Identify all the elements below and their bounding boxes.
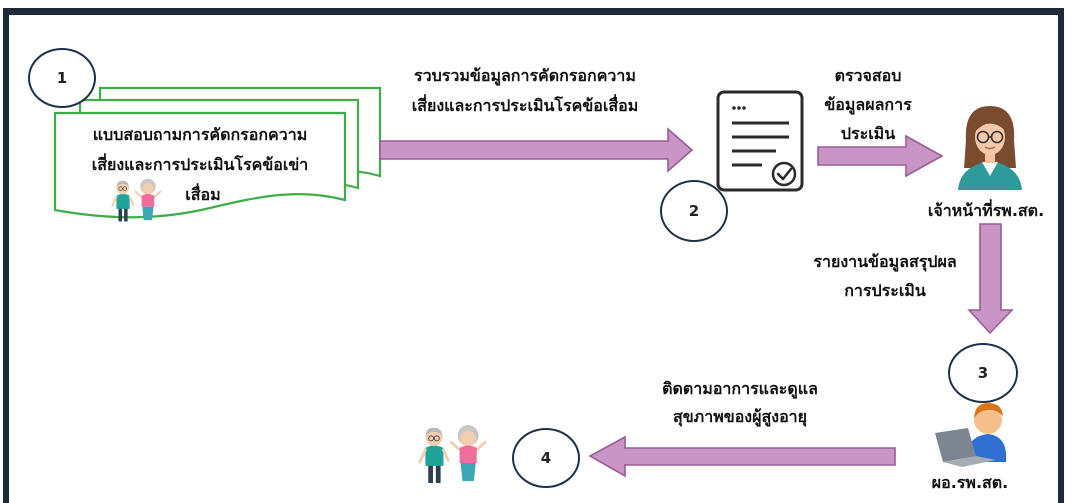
collect-line-2: เสี่ยงและการประเมินโรคข้อเสื่อม <box>411 96 639 115</box>
step-2-number: 2 <box>688 202 700 220</box>
arrow-document-to-officer <box>817 134 944 178</box>
questionnaire-line-1: แบบสอบถามการคัดกรอกความ <box>92 125 308 144</box>
step-4-number: 4 <box>540 449 552 467</box>
verify-line-3: ประเมิน <box>840 124 896 143</box>
step-1-number: 1 <box>56 69 68 87</box>
arrow-director-to-elderly <box>588 435 896 478</box>
step-3-circle: 3 <box>948 343 1018 403</box>
arrow-officer-to-director <box>967 223 1014 335</box>
followup-line-1: ติดตามอาการและดูแล <box>662 379 818 398</box>
diagram-frame <box>3 8 1064 503</box>
followup-line-2: สุขภาพของผู้สูงอายุ <box>672 407 808 426</box>
step-1-circle: 1 <box>28 48 96 108</box>
verify-line-2: ข้อมูลผลการ <box>824 95 912 114</box>
step-4-circle: 4 <box>512 428 580 488</box>
verify-label: ตรวจสอบ ข้อมูลผลการ ประเมิน <box>788 61 948 148</box>
checklist-document-icon <box>716 90 804 192</box>
female-officer-icon <box>958 106 1022 190</box>
questionnaire-title: แบบสอบถามการคัดกรอกความ เสี่ยงและการประเ… <box>60 120 340 210</box>
step-2-circle: 2 <box>660 180 728 242</box>
report-label: รายงานข้อมูลสรุปผล การประเมิน <box>790 247 980 305</box>
report-line-2: การประเมิน <box>844 281 926 300</box>
officer-label: เจ้าหน้าที่รพ.สต. <box>927 201 1045 220</box>
collect-line-1: รวบรวมข้อมูลการคัดกรอกความ <box>414 66 636 85</box>
collect-data-label: รวบรวมข้อมูลการคัดกรอกความ เสี่ยงและการป… <box>375 61 675 121</box>
followup-label: ติดตามอาการและดูแล สุขภาพของผู้สูงอายุ <box>640 375 840 431</box>
elderly-couple-icon <box>418 424 487 485</box>
director-label: ผอ.รพ.สต. <box>931 473 1009 492</box>
laptop-user-icon <box>935 403 1007 467</box>
step-3-number: 3 <box>977 364 989 382</box>
questionnaire-line-3: เสื่อม <box>185 185 221 204</box>
questionnaire-document-stack <box>53 86 382 219</box>
report-line-1: รายงานข้อมูลสรุปผล <box>813 252 957 271</box>
questionnaire-line-2: เสี่ยงและการประเมินโรคข้อเข่า <box>91 155 309 174</box>
arrow-collect-to-document <box>379 127 694 173</box>
verify-line-1: ตรวจสอบ <box>834 66 902 85</box>
